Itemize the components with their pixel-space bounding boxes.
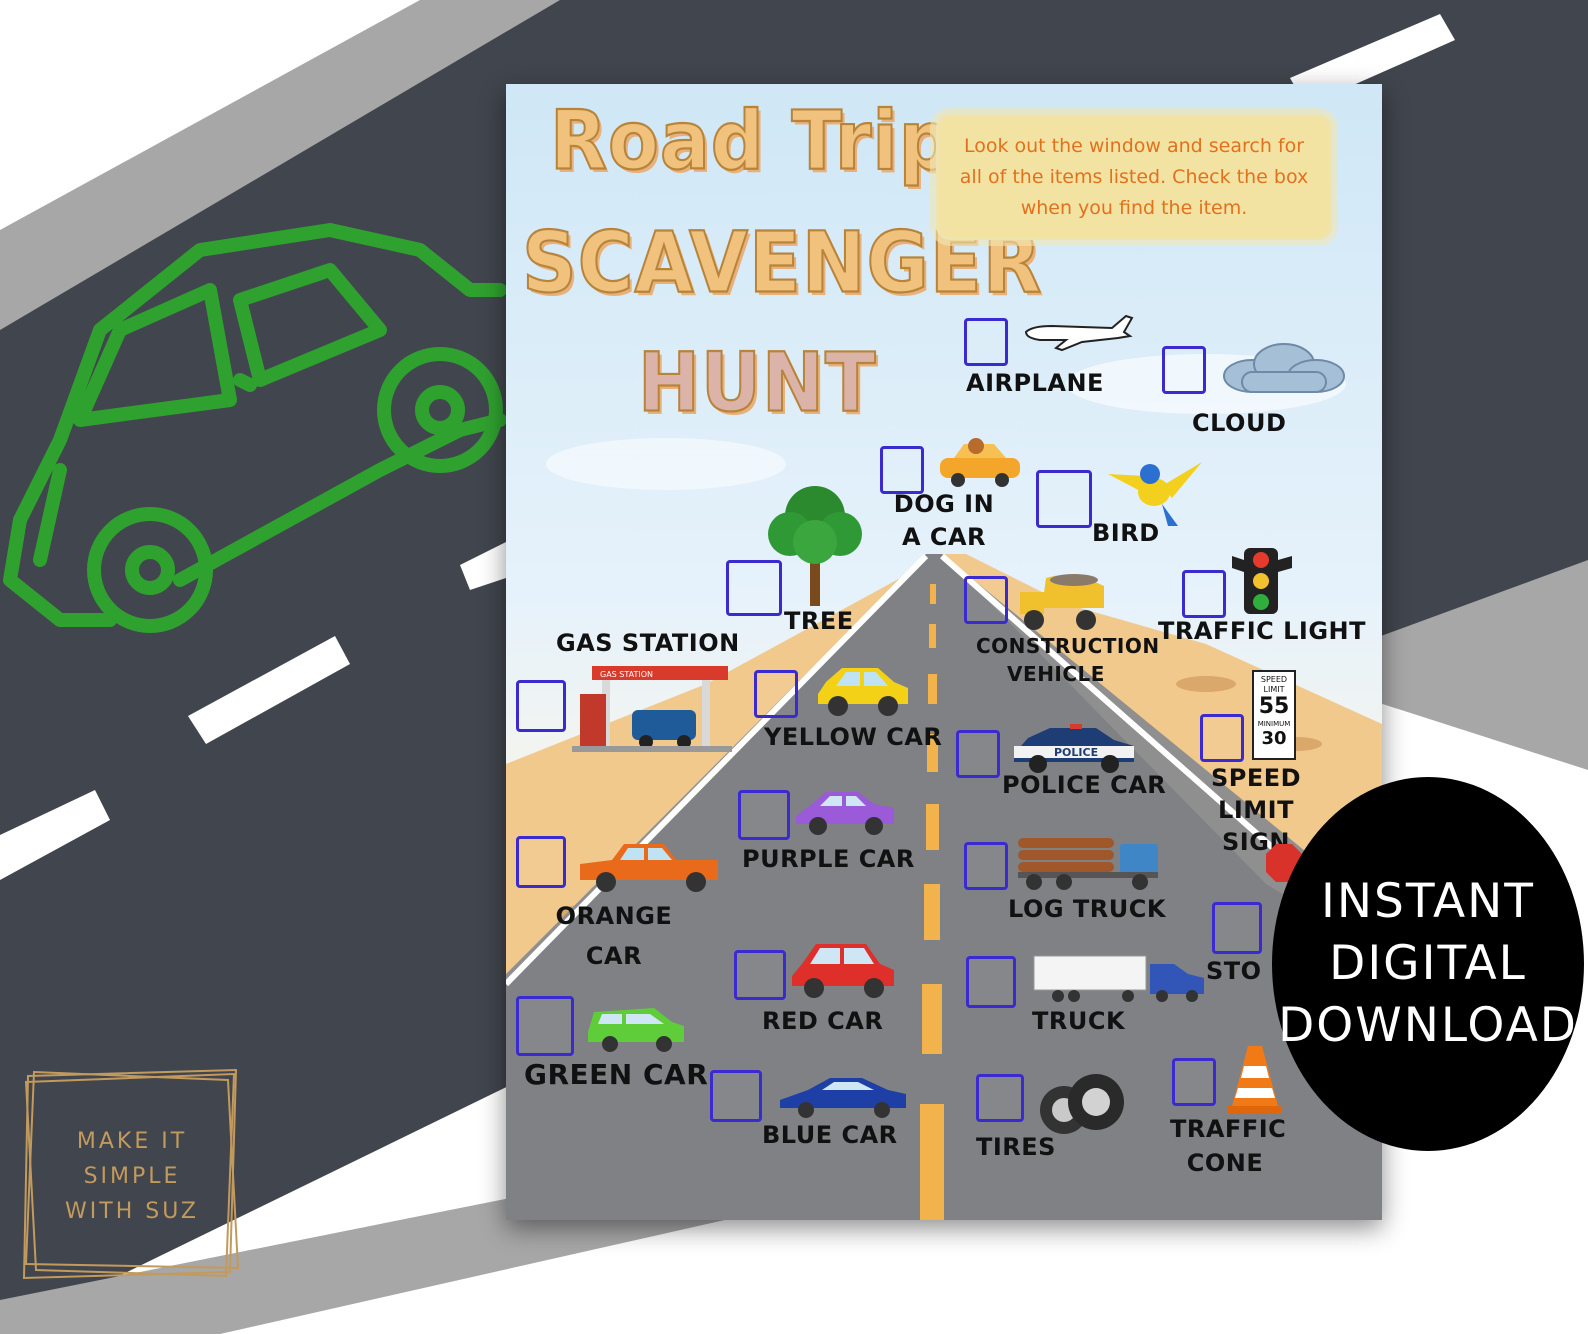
gas-station-sign-text: GAS STATION — [600, 670, 653, 679]
police-car-text: POLICE — [1054, 746, 1098, 759]
police-car-icon: POLICE — [1014, 724, 1134, 773]
checkbox-red-car[interactable] — [734, 950, 786, 1000]
checkbox-airplane[interactable] — [964, 318, 1008, 366]
lane-dash — [0, 790, 110, 880]
scavenger-hunt-poster: Road Trip SCAVENGER HUNT Look out the wi… — [506, 84, 1382, 1220]
checkbox-construction-vehicle[interactable] — [964, 576, 1008, 624]
label-tires: TIRES — [976, 1133, 1056, 1161]
lane-dash — [188, 636, 350, 744]
label-red-car: RED CAR — [762, 1007, 884, 1035]
semi-truck-icon — [1033, 955, 1204, 1002]
checkbox-bird[interactable] — [1036, 470, 1092, 528]
bird-icon — [1108, 462, 1202, 526]
logo-text: MAKE IT SIMPLE WITH SUZ — [24, 1124, 240, 1229]
label-police-car: POLICE CAR — [1002, 771, 1167, 799]
poster-scenery — [506, 354, 1382, 1220]
yellow-car-icon — [818, 668, 908, 716]
checkbox-orange-car[interactable] — [516, 836, 566, 888]
checkbox-traffic-light[interactable] — [1182, 570, 1226, 618]
logo-frame-icon — [22, 1068, 240, 1280]
instructions-text: Look out the window and search for all o… — [959, 134, 1309, 219]
checkbox-speed-limit-sign[interactable] — [1200, 714, 1244, 762]
airplane-icon — [1024, 314, 1134, 352]
gas-station-icon: GAS STATION — [572, 666, 732, 752]
instant-download-badge: INSTANT DIGITAL DOWNLOAD — [1272, 777, 1584, 1151]
car-outline-icon — [3, 223, 507, 633]
green-car-icon — [588, 1008, 684, 1052]
checkbox-green-car[interactable] — [516, 996, 574, 1056]
title-line-1: Road Trip — [549, 93, 953, 190]
checkbox-dog-in-car[interactable] — [880, 446, 924, 494]
traffic-cone-icon — [1228, 1046, 1282, 1114]
sign-speed: 55 — [1258, 694, 1290, 719]
label-purple-car: PURPLE CAR — [742, 845, 915, 873]
checkbox-log-truck[interactable] — [964, 842, 1008, 890]
label-tree: TREE — [784, 607, 854, 635]
label-airplane: AIRPLANE — [966, 369, 1104, 397]
checkbox-gas-station[interactable] — [516, 680, 566, 732]
logo-line-3: WITH SUZ — [65, 1199, 199, 1224]
logo-line-2: SIMPLE — [83, 1164, 181, 1189]
badge-line-2: DIGITAL — [1329, 936, 1527, 991]
checkbox-traffic-cone[interactable] — [1172, 1058, 1216, 1106]
label-construction-vehicle: CONSTRUCTION VEHICLE — [976, 634, 1160, 686]
logo-line-1: MAKE IT — [76, 1129, 188, 1154]
label-traffic-cone: TRAFFIC CONE — [1170, 1115, 1287, 1177]
sign-top-text: SPEED LIMIT — [1260, 675, 1288, 694]
checkbox-blue-car[interactable] — [710, 1070, 762, 1122]
dog-in-car-icon — [940, 438, 1020, 487]
checkbox-tires[interactable] — [976, 1074, 1024, 1122]
label-stop-sign: STO — [1206, 957, 1262, 985]
label-bird: BIRD — [1092, 519, 1160, 547]
log-truck-icon — [1018, 838, 1158, 890]
label-cloud: CLOUD — [1192, 409, 1287, 437]
badge-line-3: DOWNLOAD — [1278, 998, 1578, 1053]
badge-line-1: INSTANT — [1321, 874, 1535, 929]
checkbox-cloud[interactable] — [1162, 346, 1206, 394]
purple-car-icon — [796, 792, 894, 835]
title-line-3: HUNT — [637, 335, 877, 432]
label-truck: TRUCK — [1032, 1007, 1126, 1035]
label-orange-car: ORANGE CAR — [555, 902, 673, 970]
label-yellow-car: YELLOW CAR — [764, 723, 943, 751]
checkbox-tree[interactable] — [726, 560, 782, 616]
label-gas-station: GAS STATION — [556, 629, 740, 657]
red-car-icon — [792, 944, 894, 998]
blue-car-icon — [780, 1078, 906, 1118]
label-log-truck: LOG TRUCK — [1008, 895, 1166, 923]
tires-icon — [1040, 1074, 1124, 1134]
checkbox-police-car[interactable] — [956, 730, 1000, 778]
instructions-box: Look out the window and search for all o… — [936, 114, 1332, 240]
tree-icon — [768, 486, 862, 606]
label-green-car: GREEN CAR — [524, 1058, 709, 1091]
orange-truck-icon — [580, 844, 718, 892]
sign-min-label: MINIMUM — [1257, 720, 1291, 728]
traffic-light-icon — [1232, 548, 1292, 614]
label-dog-in-car: DOG IN A CAR — [893, 490, 995, 551]
dump-truck-icon — [1020, 574, 1104, 630]
sign-min: 30 — [1261, 728, 1287, 749]
cloud-icon — [1223, 343, 1345, 393]
checkbox-purple-car[interactable] — [738, 790, 790, 840]
label-speed-limit-sign: SPEED LIMIT SIGN — [1210, 764, 1302, 856]
label-traffic-light: TRAFFIC LIGHT — [1158, 617, 1366, 645]
lane-dash — [1290, 14, 1455, 106]
checkbox-stop-sign[interactable] — [1212, 902, 1262, 954]
checkbox-yellow-car[interactable] — [754, 670, 798, 718]
label-blue-car: BLUE CAR — [762, 1121, 898, 1149]
speed-limit-sign-icon: SPEED LIMIT 55 MINIMUM 30 — [1252, 670, 1296, 760]
lane-dash — [460, 542, 506, 590]
checkbox-truck[interactable] — [966, 956, 1016, 1008]
